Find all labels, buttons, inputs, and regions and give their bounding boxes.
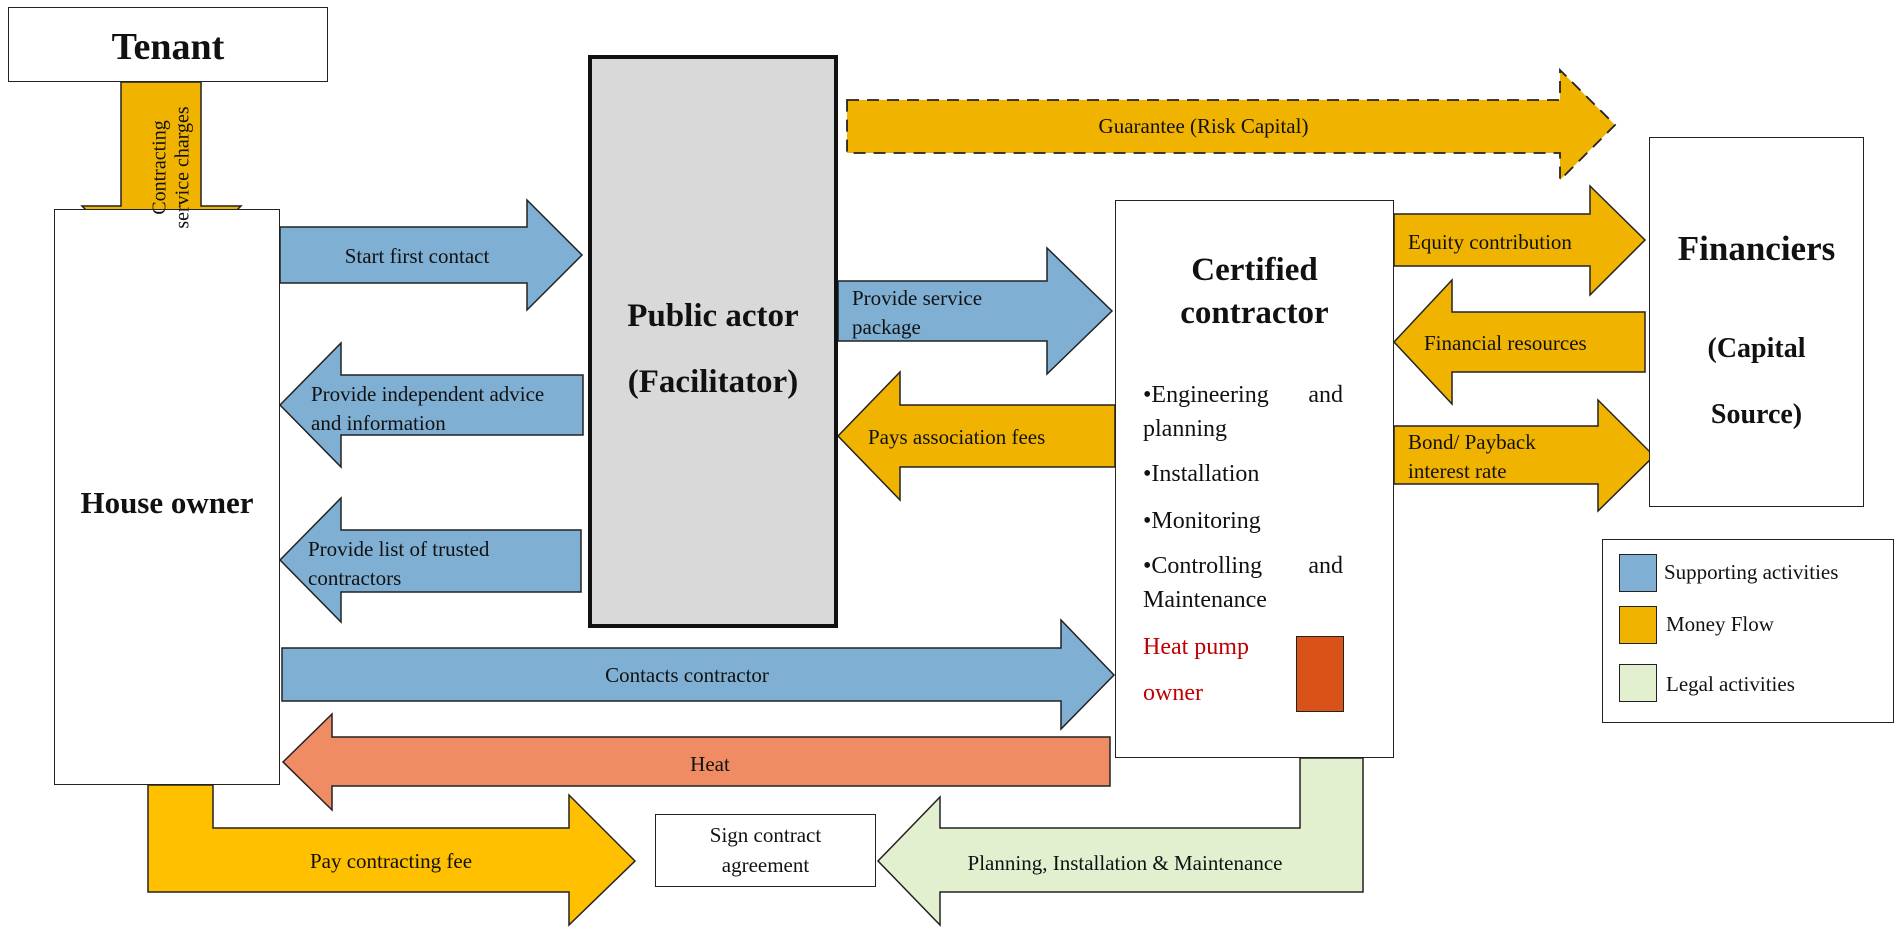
planning-installation-label: Planning, Installation & Maintenance — [967, 851, 1283, 875]
provide-advice-label-line2: and information — [311, 411, 446, 435]
certified-contractor-box — [1115, 200, 1394, 758]
heat-label: Heat — [690, 752, 730, 776]
contractor-item: •Engineering and planning — [1143, 382, 1343, 442]
legend-label-money: Money Flow — [1666, 612, 1774, 636]
start-first-contact-label: Start first contact — [344, 244, 490, 268]
tenant-label: Tenant — [111, 26, 225, 68]
bond-label-line1: Bond/ Payback — [1408, 430, 1536, 454]
pays-association-fees-arrow — [836, 370, 1116, 502]
financiers-box — [1649, 137, 1864, 507]
start-first-contact-arrow — [279, 198, 584, 312]
contacts-contractor-arrow — [281, 618, 1116, 731]
heat-pump-label-line1: Heat pump — [1143, 634, 1249, 660]
bond-label-line2: interest rate — [1408, 459, 1507, 483]
pay-contracting-fee-arrow — [147, 784, 637, 927]
house-owner-label: House owner — [80, 485, 254, 520]
heat-pump-label-line2: owner — [1143, 680, 1203, 706]
contacts-contractor-label: Contacts contractor — [605, 663, 769, 687]
contractor-title-line2: contractor — [1180, 295, 1329, 331]
guarantee-label: Guarantee (Risk Capital) — [1098, 114, 1309, 138]
equity-contribution-label: Equity contribution — [1408, 230, 1572, 254]
contractor-item: •Controlling and Maintenance — [1143, 553, 1343, 613]
public-actor-box — [588, 55, 838, 628]
tenant-box — [8, 7, 328, 82]
contractor-item: •Installation — [1143, 461, 1260, 487]
sign-contract-box — [655, 814, 876, 887]
facilitator-label: (Facilitator) — [627, 364, 799, 400]
contractor-item: •Monitoring — [1143, 508, 1261, 534]
equity-contribution-arrow — [1393, 184, 1647, 297]
legend-swatch-supporting — [1619, 554, 1657, 592]
heat-arrow — [281, 712, 1111, 812]
provide-list-label-line2: contractors — [308, 566, 402, 590]
legend-label-supporting: Supporting activities — [1664, 560, 1839, 584]
provide-list-arrow — [278, 496, 582, 624]
contractor-title-line1: Certified — [1191, 252, 1318, 288]
capital-source-line2: Source) — [1710, 399, 1803, 430]
contracting-label-line1: Contracting — [148, 120, 171, 215]
legend-swatch-money — [1619, 606, 1657, 644]
provide-service-label-line2: package — [852, 315, 921, 339]
contracting-label-line2: service charges — [171, 106, 194, 229]
heat-pump-icon — [1296, 636, 1344, 712]
financial-resources-label: Financial resources — [1424, 331, 1587, 355]
capital-source-line1: (Capital — [1707, 333, 1806, 364]
house-owner-box — [54, 209, 280, 785]
financiers-label: Financiers — [1677, 229, 1836, 268]
provide-list-label-line1: Provide list of trusted — [308, 537, 490, 561]
legend-label-legal: Legal activities — [1666, 672, 1795, 696]
pay-contracting-fee-label: Pay contracting fee — [309, 849, 473, 873]
legend-swatch-legal — [1619, 664, 1657, 702]
provide-advice-label-line1: Provide independent advice — [311, 382, 545, 406]
provide-service-package-arrow — [837, 246, 1114, 376]
public-actor-label: Public actor — [627, 298, 799, 334]
pays-association-fees-label: Pays association fees — [868, 425, 1046, 449]
planning-installation-arrow — [876, 757, 1364, 927]
sign-contract-line2: agreement — [721, 853, 810, 877]
guarantee-arrow — [846, 67, 1617, 183]
sign-contract-line1: Sign contract — [709, 823, 822, 847]
bond-payback-arrow — [1393, 398, 1656, 513]
provide-service-label-line1: Provide service — [852, 286, 983, 310]
financial-resources-arrow — [1392, 278, 1646, 406]
provide-advice-arrow — [278, 341, 584, 469]
